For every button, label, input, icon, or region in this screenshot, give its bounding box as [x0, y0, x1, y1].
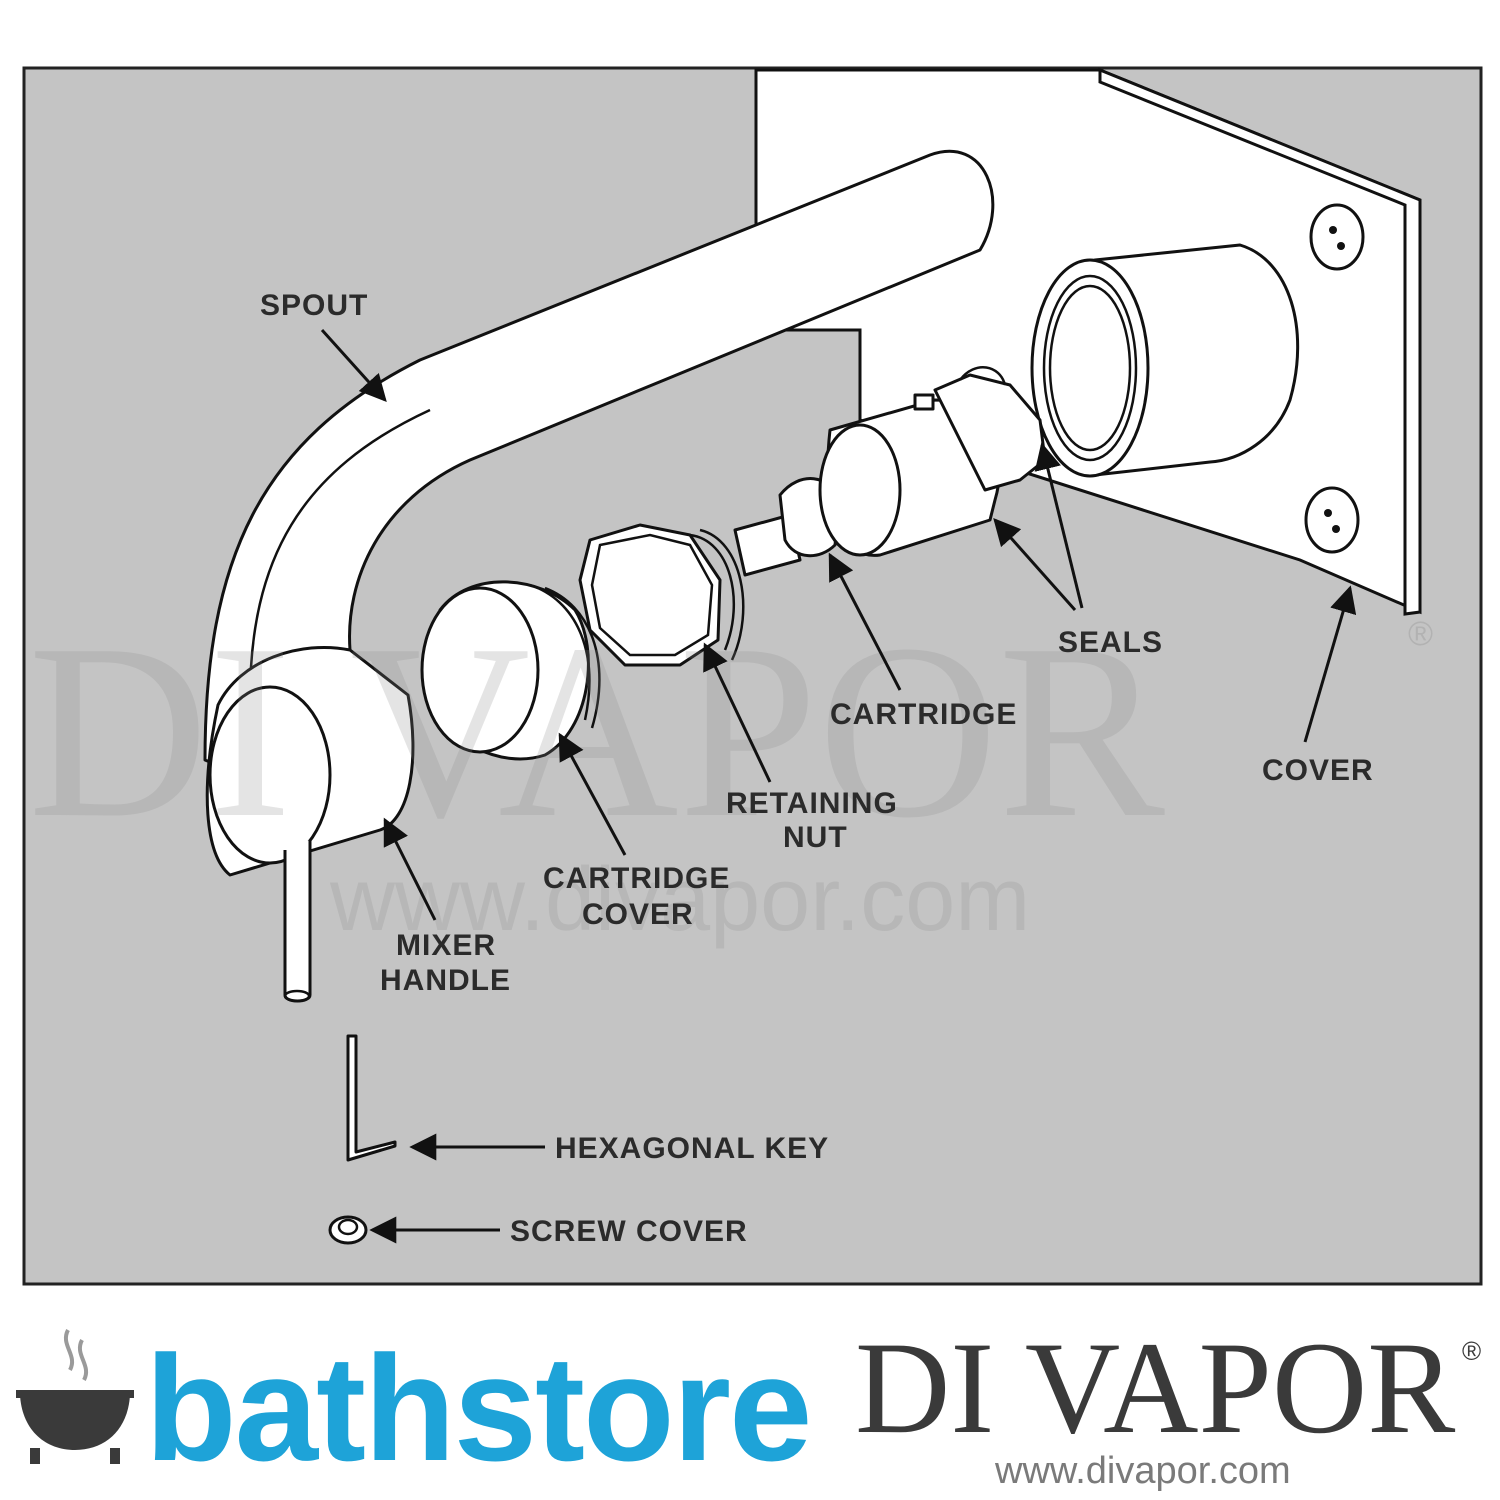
- cover-arrow: [1303, 585, 1357, 743]
- watermark-logo: DI VAPOR: [28, 593, 1165, 870]
- mixer-handle-arrow: [383, 817, 437, 921]
- watermark-url: www.divapor.com: [329, 850, 1030, 950]
- threaded-sleeve: [1030, 243, 1300, 478]
- label-spout: SPOUT: [260, 289, 368, 322]
- bathstore-wordmark: bathstore: [145, 1324, 810, 1492]
- label-hexagonal-key: HEXAGONAL KEY: [555, 1132, 829, 1165]
- divapor-logo: DI VAPOR ® www.divapor.com: [855, 1314, 1481, 1492]
- label-cartridge: CARTRIDGE: [830, 698, 1017, 731]
- label-cartridge-cover-1: CARTRIDGE: [543, 862, 730, 895]
- divapor-registered: ®: [1462, 1336, 1481, 1366]
- spout: [203, 149, 995, 822]
- bathtub-icon: [16, 1329, 134, 1464]
- cartridge-cover-arrow: [558, 732, 627, 856]
- label-seals: SEALS: [1058, 626, 1163, 659]
- seals-arrow-2: [1034, 442, 1084, 609]
- spout-arrow: [320, 328, 387, 403]
- label-retaining-nut-1: RETAINING: [726, 787, 898, 820]
- divapor-wordmark: DI VAPOR: [855, 1314, 1455, 1461]
- label-retaining-nut-2: NUT: [783, 821, 848, 854]
- hexagonal-key-icon: [346, 1034, 397, 1162]
- cartridge-arrow: [828, 552, 902, 691]
- watermark-registered: ®: [1408, 615, 1433, 653]
- cartridge-part: [733, 366, 1047, 577]
- retaining-nut-part: [578, 523, 745, 667]
- mixer-handle: [205, 645, 415, 1003]
- cartridge-cover-part: [420, 580, 601, 761]
- label-mixer-handle-2: HANDLE: [380, 964, 511, 997]
- retaining-nut-arrow: [703, 642, 772, 783]
- bathstore-logo: bathstore: [16, 1324, 812, 1492]
- divapor-url: www.divapor.com: [994, 1450, 1291, 1492]
- label-mixer-handle-1: MIXER: [396, 929, 496, 962]
- screw-cover-icon: [328, 1215, 368, 1245]
- label-cover: COVER: [1262, 754, 1374, 787]
- label-screw-cover: SCREW COVER: [510, 1215, 748, 1248]
- label-cartridge-cover-2: COVER: [582, 898, 694, 931]
- seals-arrow-1: [993, 517, 1077, 611]
- cover-plate: [1098, 67, 1422, 616]
